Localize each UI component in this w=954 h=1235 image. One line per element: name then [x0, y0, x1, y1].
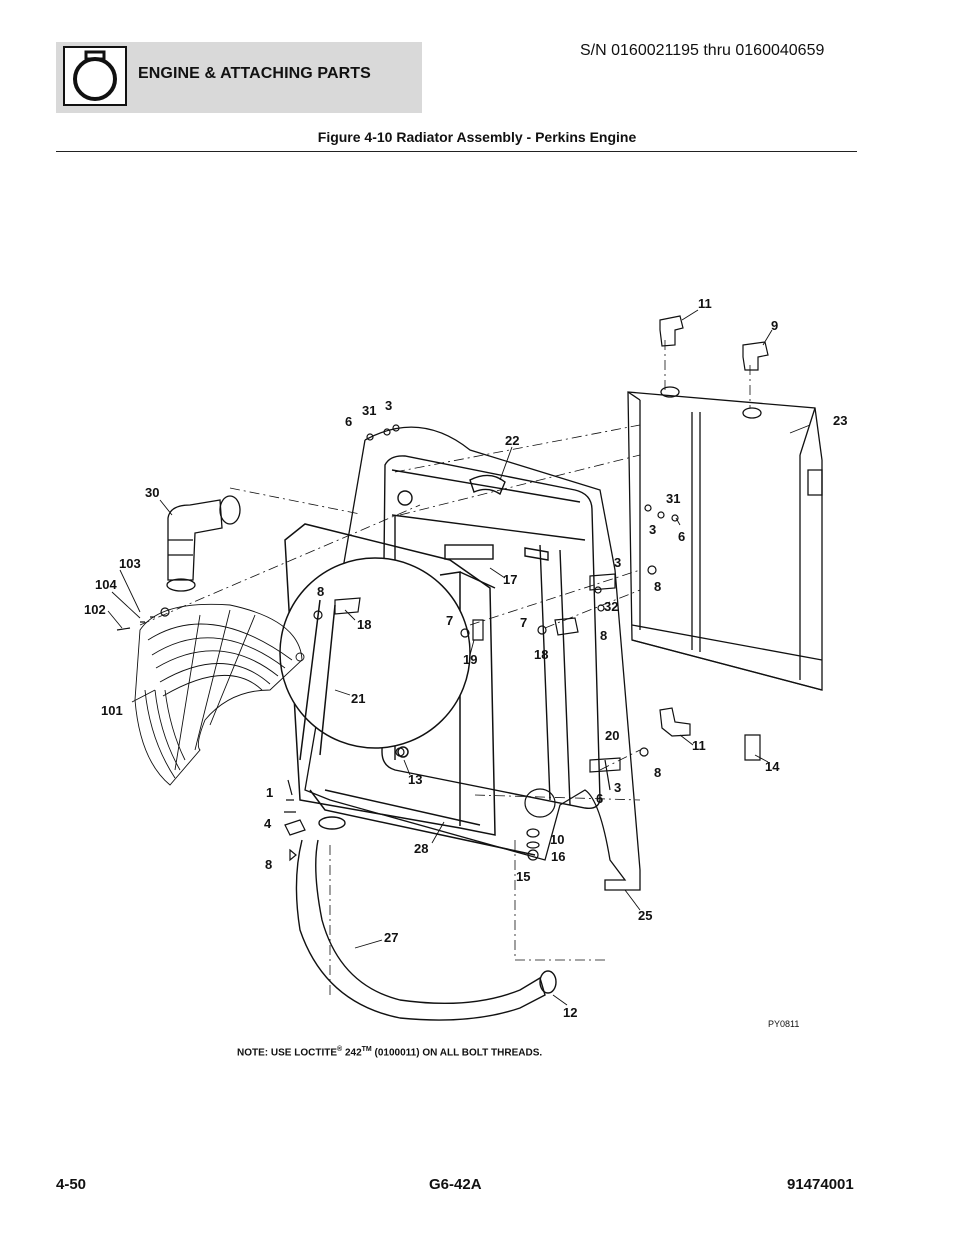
- registered-mark: ®: [337, 1046, 343, 1053]
- upper-hose: [166, 495, 241, 592]
- loctite-note: NOTE: USE LOCTITE® 242TM (0100011) ON AL…: [237, 1046, 542, 1058]
- callout-104: 104: [95, 577, 117, 592]
- page-number: 4-50: [56, 1176, 87, 1193]
- callout-7-right: 7: [520, 615, 527, 630]
- auxiliary-cooler: [627, 386, 823, 691]
- callout-22: 20: [605, 728, 619, 743]
- callout-15-top: 11: [698, 296, 712, 311]
- section-title: ENGINE & ATTACHING PARTS: [138, 65, 371, 82]
- serial-number-range: S/N 0160021195 thru 0160040659: [580, 42, 825, 59]
- callout-3-right: 3: [649, 522, 656, 537]
- callout-6-right: 6: [678, 529, 685, 544]
- callout-3-top: 3: [385, 398, 392, 413]
- callout-103: 103: [119, 556, 141, 571]
- callout-4: 4: [264, 816, 272, 831]
- note-product: 242: [342, 1047, 362, 1059]
- fan-guard: [134, 603, 305, 786]
- callout-3-mid: 3: [614, 555, 621, 570]
- callout-31-right: 31: [666, 491, 680, 506]
- callout-21: 21: [351, 691, 365, 706]
- callout-7-left: 7: [446, 613, 453, 628]
- trademark-mark: TM: [361, 1046, 372, 1053]
- callout-23: 23: [833, 413, 847, 428]
- callout-8-bottom: 8: [654, 765, 661, 780]
- callout-6-bottom: 6: [596, 791, 603, 806]
- lower-hose: [295, 816, 557, 1021]
- model-number: G6-42A: [429, 1176, 482, 1193]
- callout-8-lower-left: 8: [265, 857, 272, 872]
- note-prefix: NOTE: USE LOCTITE: [237, 1047, 337, 1059]
- callout-17: 16: [551, 849, 565, 864]
- callout-1: 1: [266, 785, 273, 800]
- fan-shroud: [279, 523, 536, 856]
- callout-12: 12: [563, 1005, 577, 1020]
- callout-19: 19: [463, 652, 477, 667]
- figure-reference-code: PY0811: [768, 1019, 800, 1029]
- callout-6-top: 6: [345, 414, 352, 429]
- callout-101: 101: [101, 703, 123, 718]
- manual-number: 91474001: [787, 1176, 854, 1193]
- callout-30: 28: [414, 841, 428, 856]
- callout-9: 9: [771, 318, 778, 333]
- section-header: ENGINE & ATTACHING PARTS: [56, 42, 422, 113]
- callout-13: 15: [516, 869, 530, 884]
- engine-block-icon: [63, 46, 127, 106]
- note-suffix: (0100011) ON ALL BOLT THREADS.: [371, 1047, 543, 1059]
- callout-8-mid: 8: [654, 579, 661, 594]
- shroud-plate: [304, 426, 641, 891]
- callout-14: 14: [765, 759, 780, 774]
- callout-102: 102: [84, 602, 106, 617]
- callout-16: 17: [503, 572, 517, 587]
- callout-8-right: 8: [600, 628, 607, 643]
- figure-title: Figure 4-10 Radiator Assembly - Perkins …: [317, 129, 637, 145]
- callout-27: 27: [384, 930, 398, 945]
- callout-11: 13: [408, 772, 422, 787]
- callout-25: 25: [638, 908, 652, 923]
- callout-10: 10: [550, 832, 564, 847]
- callout-8-left: 8: [317, 584, 324, 599]
- callout-32: 32: [604, 599, 618, 614]
- callout-18-left: 18: [357, 617, 371, 632]
- header-divider: [56, 151, 857, 152]
- callout-28: 30: [145, 485, 159, 500]
- callout-3-bottom: 3: [614, 780, 621, 795]
- callout-15-bottom: 11: [692, 738, 706, 753]
- callout-31-top: 31: [362, 403, 376, 418]
- hardware: [116, 424, 679, 862]
- fittings: [659, 315, 769, 761]
- callout-18-right: 18: [534, 647, 548, 662]
- callout-20: 22: [505, 433, 519, 448]
